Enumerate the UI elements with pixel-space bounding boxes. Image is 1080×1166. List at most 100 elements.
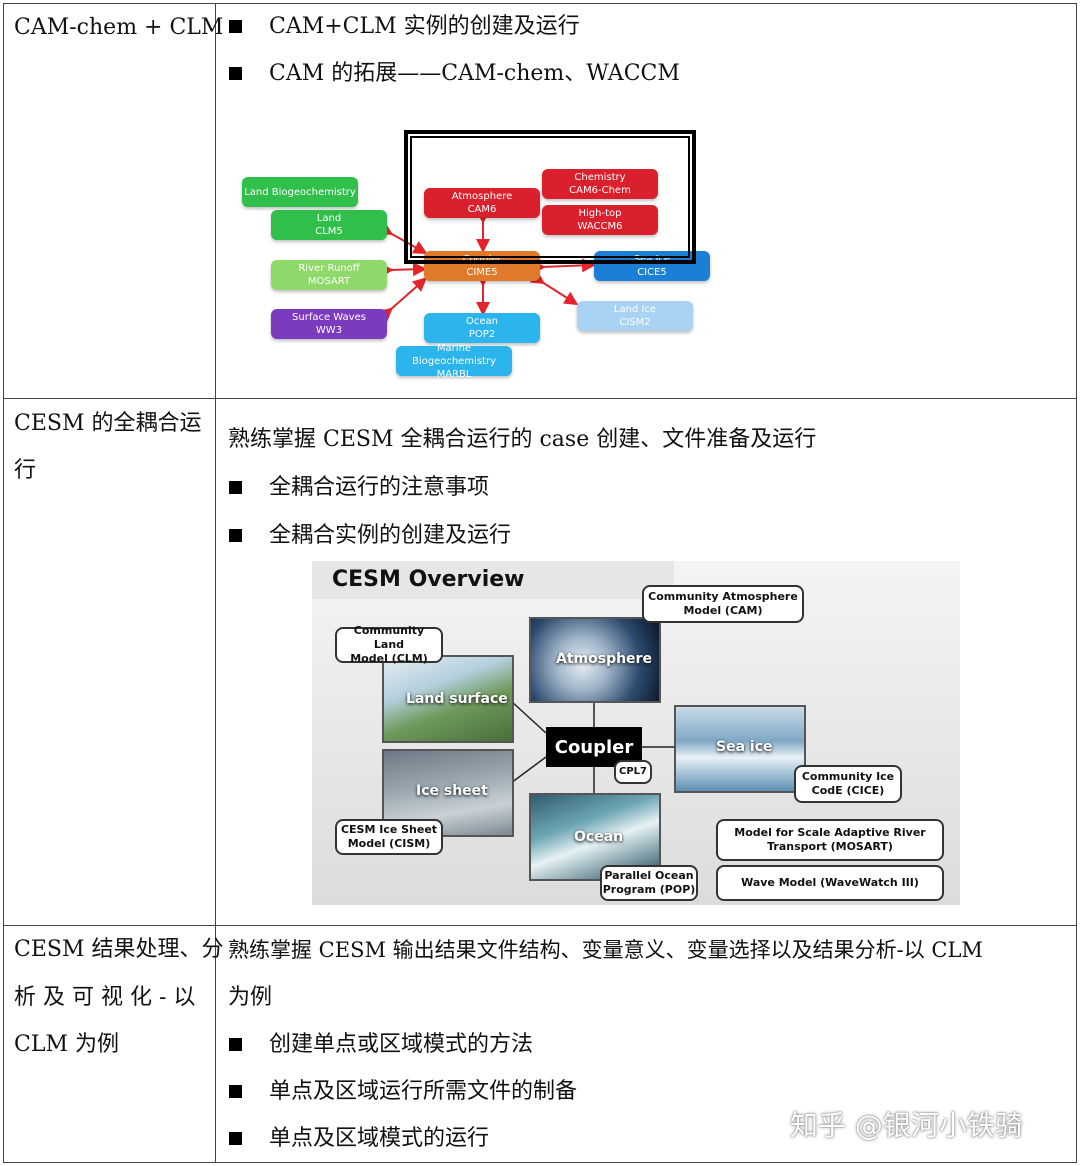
bullet-marker	[229, 20, 242, 33]
row2-bullet-2: 全耦合实例的创建及运行	[269, 523, 512, 548]
table-border-bottom	[3, 1162, 1077, 1163]
atmosphere-model: CAM6	[467, 204, 497, 215]
table-column-divider	[215, 3, 216, 1163]
landice-model: CISM2	[619, 317, 651, 328]
row3-label-line-1: CESM 结果处理、分	[14, 937, 224, 962]
land-surface-photo-label: Land surface	[406, 691, 508, 707]
table-row-divider-1	[3, 398, 1077, 399]
land-surface-photo	[382, 655, 514, 743]
cice-line-2: CodE (CICE)	[811, 784, 885, 797]
atmosphere-box: Atmosphere CAM6	[424, 188, 540, 218]
cism-line-1: CESM Ice Sheet	[340, 823, 438, 836]
pop-line-2: Program (POP)	[602, 883, 696, 896]
ice-sheet-photo-label: Ice sheet	[416, 783, 488, 799]
row1-bullet-1: CAM+CLM 实例的创建及运行	[269, 14, 580, 39]
bullet-marker	[229, 1038, 242, 1051]
table-border-left	[3, 3, 4, 1163]
river-runoff-box: River Runoff MOSART	[271, 260, 387, 290]
coupler-name: Coupler	[462, 254, 502, 265]
seaice-name: Sea Ice	[633, 254, 671, 265]
table-border-right	[1076, 3, 1077, 1163]
cism-line-2: Model (CISM)	[347, 837, 431, 850]
ocean-model: POP2	[468, 329, 496, 340]
highlight-frame-inner	[410, 136, 690, 258]
table-row-divider-2	[3, 925, 1077, 926]
cam-callout: Community Atmosphere Model (CAM)	[642, 585, 804, 623]
bullet-marker	[229, 1085, 242, 1098]
cam-line-1: Community Atmosphere	[648, 590, 798, 603]
row2-intro: 熟练掌握 CESM 全耦合运行的 case 创建、文件准备及运行	[228, 427, 817, 452]
cam-line-2: Model (CAM)	[683, 604, 763, 617]
hightop-model: WACCM6	[577, 221, 623, 232]
ww3-line-1: Wave Model (WaveWatch III)	[741, 876, 919, 889]
row2-label-line-2: 行	[14, 458, 37, 483]
bullet-marker	[229, 1132, 242, 1145]
row1-bullet-2: CAM 的拓展——CAM-chem、WACCM	[269, 61, 680, 86]
row2-label-line-1: CESM 的全耦合运	[14, 411, 202, 436]
surface-waves-box: Surface Waves WW3	[271, 309, 387, 339]
bullet-marker	[229, 529, 242, 542]
cpl7-tag: CPL7	[614, 760, 652, 784]
overview-connectors	[510, 700, 674, 793]
chemistry-box: Chemistry CAM6-Chem	[542, 169, 658, 199]
diagram-arrows	[377, 210, 596, 322]
cpl7-label: CPL7	[619, 766, 647, 777]
bullet-marker	[229, 67, 242, 80]
row3-label-line-2: 析 及 可 视 化 - 以	[14, 985, 196, 1010]
ocean-name: Ocean	[466, 316, 498, 327]
mosart-callout: Model for Scale Adaptive River Transport…	[716, 819, 944, 861]
marine-bgc-model: MARBL	[436, 368, 472, 380]
pop-line-1: Parallel Ocean	[604, 869, 694, 882]
clm-line-1: Community Land	[353, 624, 425, 651]
overview-title: CESM Overview	[332, 567, 525, 592]
clm-callout: Community Land Model (CLM)	[335, 624, 443, 665]
mosart-line-2: Transport (MOSART)	[767, 840, 893, 853]
row3-intro-line-1: 熟练掌握 CESM 输出结果文件结构、变量意义、变量选择以及结果分析-以 CLM	[228, 938, 983, 962]
land-ice-box: Land Ice CISM2	[577, 301, 693, 331]
watermark: 知乎 @银河小铁骑	[790, 1109, 1023, 1142]
seaice-model: CICE5	[637, 267, 667, 278]
land-box: Land CLM5	[271, 210, 387, 240]
row2-bullet-1: 全耦合运行的注意事项	[269, 475, 490, 500]
bullet-marker	[229, 481, 242, 494]
coupler-label: Coupler	[554, 736, 634, 758]
atmosphere-name: Atmosphere	[451, 191, 513, 202]
cice-line-1: Community Ice	[801, 770, 895, 783]
land-model: CLM5	[315, 226, 343, 237]
river-model: MOSART	[307, 276, 351, 287]
cesm-overview-figure: CESM Overview Atmosphere Land surface Se…	[312, 561, 960, 905]
row3-bullet-3: 单点及区域模式的运行	[269, 1126, 490, 1151]
row3-intro-line-2: 为例	[228, 985, 273, 1010]
cism-callout: CESM Ice Sheet Model (CISM)	[335, 819, 443, 855]
ww3-callout: Wave Model (WaveWatch III)	[716, 865, 944, 901]
chemistry-model: CAM6-Chem	[569, 185, 631, 196]
cesm-component-diagram: Land Biogeochemistry Land CLM5 River Run…	[230, 125, 730, 385]
cice-callout: Community Ice CodE (CICE)	[794, 765, 902, 803]
row3-label-line-3: CLM 为例	[14, 1032, 119, 1057]
land-bgc-label: Land Biogeochemistry	[244, 186, 356, 198]
land-name: Land	[316, 213, 342, 224]
row3-bullet-2: 单点及区域运行所需文件的制备	[269, 1079, 578, 1104]
high-top-box: High-top WACCM6	[542, 205, 658, 235]
atmosphere-photo	[529, 617, 661, 703]
hightop-name: High-top	[578, 208, 622, 219]
ocean-photo-label: Ocean	[574, 829, 624, 845]
row1-label: CAM-chem + CLM	[14, 15, 224, 40]
river-name: River Runoff	[298, 263, 360, 274]
overview-title-bar	[312, 561, 674, 599]
pop-callout: Parallel Ocean Program (POP)	[600, 865, 698, 901]
sea-ice-photo	[674, 705, 806, 793]
marine-biogeochemistry-box: Marine Biogeochemistry MARBL	[396, 343, 512, 380]
chemistry-name: Chemistry	[574, 172, 626, 183]
sea-ice-photo-label: Sea ice	[716, 739, 773, 755]
marine-bgc-name: Marine Biogeochemistry	[411, 342, 497, 367]
waves-model: WW3	[315, 325, 343, 336]
land-biogeochemistry-box: Land Biogeochemistry	[242, 177, 358, 207]
coupler-model: CIME5	[466, 267, 498, 278]
highlight-frame	[404, 130, 696, 264]
waves-name: Surface Waves	[292, 312, 366, 323]
clm-line-2: Model (CLM)	[350, 652, 428, 665]
landice-name: Land Ice	[613, 304, 657, 315]
coupler-block: Coupler	[546, 727, 642, 767]
table-border-top	[3, 3, 1077, 4]
